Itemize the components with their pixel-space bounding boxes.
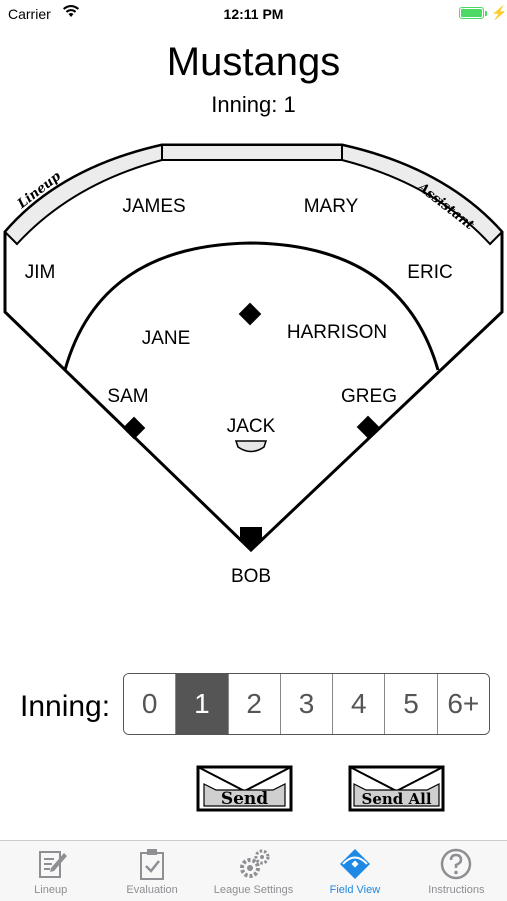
inning-selector-label: Inning: (20, 690, 111, 723)
inning-option-4[interactable]: 4 (332, 674, 385, 734)
inning-option-3[interactable]: 3 (279, 674, 333, 734)
pencil-paper-icon (38, 851, 67, 878)
send-all-button-label: Send All (361, 790, 431, 808)
home-plate-marker (240, 527, 262, 549)
send-all-button[interactable]: Send All (348, 765, 445, 812)
tab-bar: Lineup Evaluation League Settings Field … (0, 840, 507, 901)
envelope-icon: Send (196, 765, 293, 812)
tab-field-view[interactable]: Field View (304, 841, 405, 901)
status-time: 12:11 PM (223, 6, 284, 22)
clipboard-check-icon (140, 849, 165, 880)
charging-bolt-icon: ⚡ (491, 5, 507, 20)
send-button[interactable]: Send (196, 765, 293, 812)
battery-tip (485, 11, 487, 16)
first-base-marker (356, 415, 380, 439)
battery-icon (459, 7, 484, 19)
inning-option-0[interactable]: 0 (124, 674, 176, 734)
wifi-icon (63, 5, 79, 17)
inning-option-6plus[interactable]: 6+ (436, 674, 489, 734)
inning-option-5[interactable]: 5 (384, 674, 437, 734)
position-first-base[interactable]: GREG (341, 386, 397, 407)
carrier-label: Carrier (8, 6, 51, 22)
position-catcher[interactable]: BOB (230, 566, 272, 587)
tab-instructions[interactable]: Instructions (406, 841, 507, 901)
envelope-icon: Send All (348, 765, 445, 812)
tab-lineup[interactable]: Lineup (0, 841, 101, 901)
tab-label: Lineup (34, 884, 68, 896)
inning-option-1[interactable]: 1 (175, 674, 228, 734)
question-circle-icon (441, 848, 472, 880)
position-pitcher[interactable]: JACK (226, 416, 276, 437)
position-third-base[interactable]: SAM (107, 386, 149, 407)
status-bar: Carrier 12:11 PM ⚡ (0, 0, 507, 28)
inning-segmented-control[interactable]: 0 1 2 3 4 5 6+ (123, 673, 490, 735)
position-left-center[interactable]: JAMES (122, 196, 186, 217)
send-button-label: Send (221, 789, 268, 809)
inning-option-2[interactable]: 2 (227, 674, 280, 734)
position-shortstop[interactable]: JANE (141, 328, 191, 349)
baseball-field-icon (339, 849, 370, 879)
gears-icon (239, 849, 270, 878)
team-name-title: Mustangs (166, 40, 341, 84)
position-right-field[interactable]: ERIC (407, 262, 453, 283)
pitcher-mound (234, 440, 268, 453)
baseball-field-drawing (3, 143, 504, 553)
tab-label: Instructions (428, 884, 485, 896)
tab-label: Field View (329, 884, 381, 896)
position-left-field[interactable]: JIM (24, 262, 56, 283)
tab-label: League Settings (213, 884, 294, 896)
tab-league-settings[interactable]: League Settings (203, 841, 304, 901)
inning-subtitle: Inning: 1 (211, 92, 296, 117)
position-right-center[interactable]: MARY (303, 196, 359, 217)
field-diagram: Lineup Assistant JIM JAMES MARY ERIC JAN… (0, 140, 507, 620)
tab-evaluation[interactable]: Evaluation (101, 841, 202, 901)
tab-label: Evaluation (126, 884, 178, 896)
position-second-base[interactable]: HARRISON (286, 322, 388, 343)
